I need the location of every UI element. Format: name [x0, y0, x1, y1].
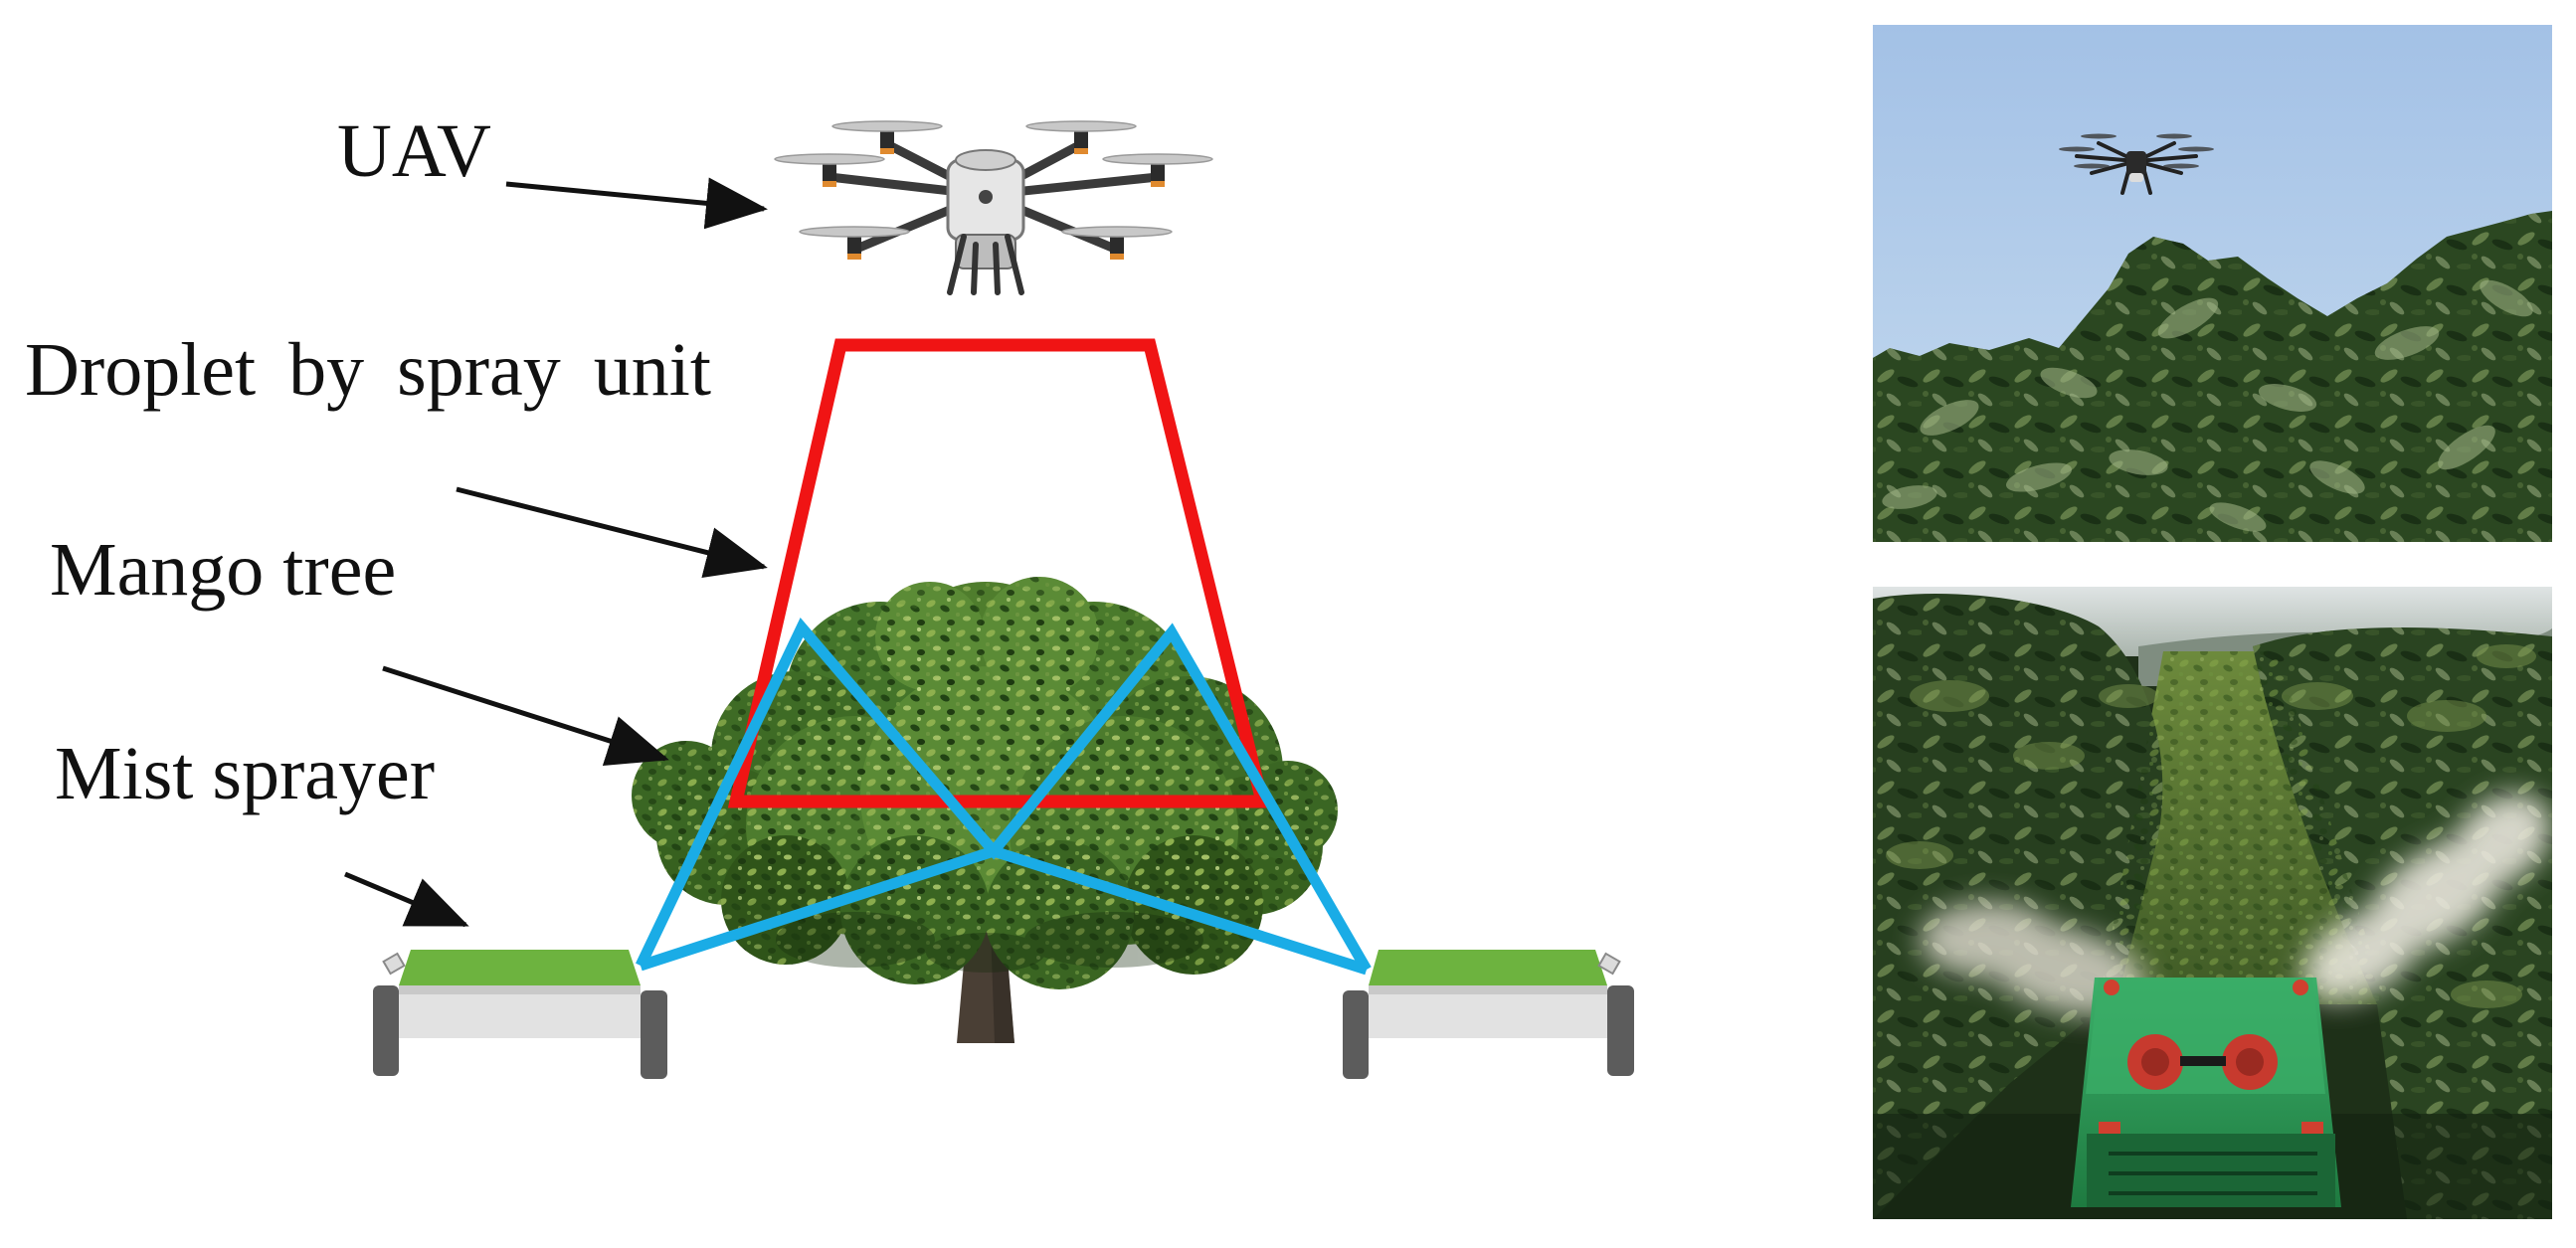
sprayer-wheel: [641, 990, 667, 1079]
drone-motors: [823, 128, 1165, 260]
drone-body: [946, 149, 1025, 269]
droplet-coverage-outline: [727, 338, 1271, 808]
sprayer-nozzle: [382, 952, 406, 976]
photo-mist-sprayer-vehicle: [2071, 978, 2341, 1207]
sprayer-body-shade: [1369, 985, 1607, 994]
photo-orchard-texture: [1873, 211, 2552, 542]
sprayer-wheel: [1607, 985, 1634, 1076]
uav-label: UAV: [337, 109, 491, 193]
photo-leaf-highlights: [1882, 279, 2533, 532]
mist-sprayer-label: Mist sprayer: [55, 732, 435, 815]
mist-sprayer-photo: [1873, 587, 2552, 1219]
sprayer-wheel: [373, 985, 399, 1076]
photo-grass-texture: [2099, 651, 2387, 1004]
uav-spraying-photo: [1873, 25, 2552, 542]
droplet-label: Droplet by spray unit: [25, 328, 711, 412]
sprayer-top: [1369, 950, 1607, 985]
mist-sprayer-icon: [1343, 950, 1634, 1079]
arrow-icon: [505, 177, 768, 230]
photo-foliage-highlights: [1886, 644, 2536, 1008]
photo-mist-plume-right: [2302, 794, 2551, 1001]
photo-orchard-texture: [1873, 594, 2552, 1219]
mist-sprayer-icon: [373, 950, 667, 1079]
arrow-icon: [456, 486, 768, 579]
mist-spray-pattern-lower: [639, 845, 1369, 976]
sprayer-nozzle: [1597, 952, 1621, 976]
arrow-icon: [344, 871, 469, 928]
tree-canopy-shadow: [776, 912, 1203, 973]
photo-drone-icon: [2059, 133, 2214, 195]
drone-icon: [774, 120, 1213, 295]
drone-landing-gear: [947, 234, 1024, 295]
arrow-icon: [382, 665, 669, 767]
drone-propellers: [774, 120, 1213, 238]
mango-tree-label: Mango tree: [50, 528, 396, 612]
mango-tree-icon: [632, 577, 1338, 1043]
sprayer-wheel: [1343, 990, 1369, 1079]
sprayer-body-shade: [399, 985, 641, 994]
sprayer-top: [399, 950, 641, 985]
